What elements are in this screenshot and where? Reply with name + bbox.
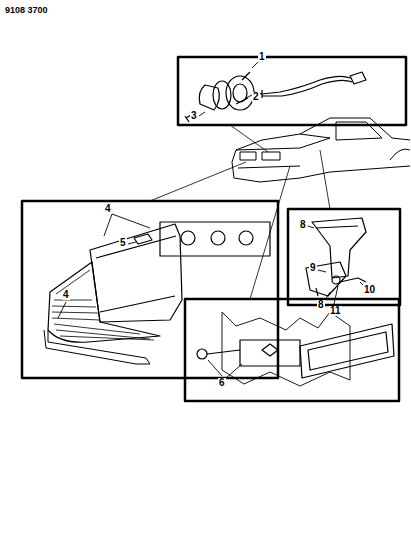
- inset-frame: [178, 57, 406, 125]
- callout-number: 11: [329, 306, 342, 316]
- callout-number: 8: [317, 300, 325, 310]
- callout-number: 8: [299, 220, 307, 230]
- callout-number: 4: [62, 290, 70, 300]
- callout-number: 2: [252, 92, 260, 102]
- inset-frame: [288, 209, 400, 305]
- inset-frame: [185, 299, 399, 401]
- callout-number: 9: [309, 263, 317, 273]
- callout-number: 1: [258, 52, 266, 62]
- callout-number: 5: [119, 238, 127, 248]
- car-outline: [150, 118, 410, 299]
- callout-number: 4: [104, 204, 112, 214]
- callout-number: 3: [190, 111, 198, 121]
- callout-number: 10: [363, 285, 376, 295]
- parking-lamp: [44, 222, 270, 364]
- marker-lamp: [306, 218, 366, 296]
- callout-number: 6: [218, 378, 226, 388]
- side-marker: [197, 312, 394, 386]
- lamp-socket: [185, 72, 366, 122]
- figure-number: 9108 3700: [4, 6, 49, 15]
